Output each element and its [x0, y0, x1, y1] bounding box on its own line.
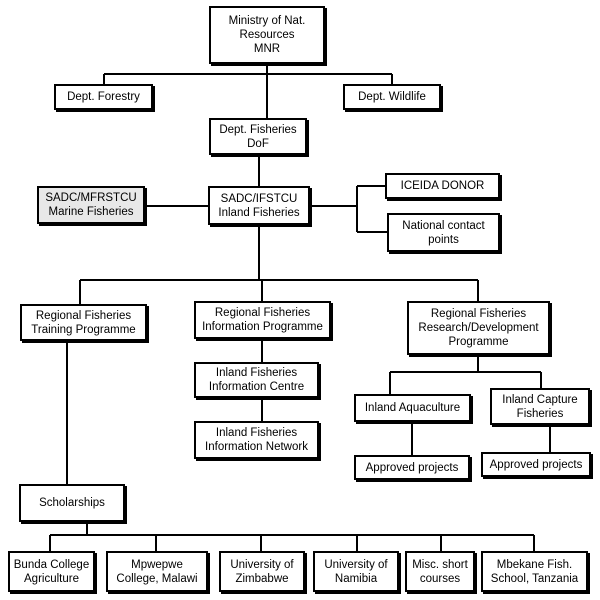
node-scholarships: Scholarships [19, 484, 125, 522]
node-approved-projects-capture: Approved projects [481, 452, 591, 477]
node-mbekane-fish-school: Mbekane Fish. School, Tanzania [481, 551, 588, 592]
node-dept-forestry: Dept. Forestry [54, 84, 153, 110]
node-mpwepwe-college: Mpwepwe College, Malawi [106, 551, 208, 592]
node-mnr: Ministry of Nat. Resources MNR [209, 6, 325, 64]
node-university-of-namibia: University of Namibia [313, 551, 399, 592]
node-sadc-ifstcu: SADC/IFSTCU Inland Fisheries [208, 186, 310, 225]
node-regional-research-programme: Regional Fisheries Research/Development … [407, 301, 550, 355]
node-inland-fisheries-information-network: Inland Fisheries Information Network [194, 421, 319, 459]
node-dept-fisheries: Dept. Fisheries DoF [209, 118, 307, 155]
node-inland-capture-fisheries: Inland Capture Fisheries [490, 388, 590, 425]
node-misc-short-courses: Misc. short courses [405, 551, 475, 592]
node-iceida-donor: ICEIDA DONOR [385, 173, 500, 199]
node-inland-fisheries-information-centre: Inland Fisheries Information Centre [194, 362, 319, 398]
node-university-of-zimbabwe: University of Zimbabwe [219, 551, 305, 592]
node-bunda-college: Bunda College Agriculture [8, 551, 95, 592]
node-national-contact-points: National contact points [387, 213, 500, 252]
node-regional-information-programme: Regional Fisheries Information Programme [194, 301, 331, 339]
node-dept-wildlife: Dept. Wildlife [343, 84, 441, 110]
node-approved-projects-aquaculture: Approved projects [354, 455, 470, 480]
node-inland-aquaculture: Inland Aquaculture [354, 394, 471, 422]
node-regional-training-programme: Regional Fisheries Training Programme [20, 304, 147, 341]
node-sadc-mfrstcu: SADC/MFRSTCU Marine Fisheries [37, 186, 145, 224]
